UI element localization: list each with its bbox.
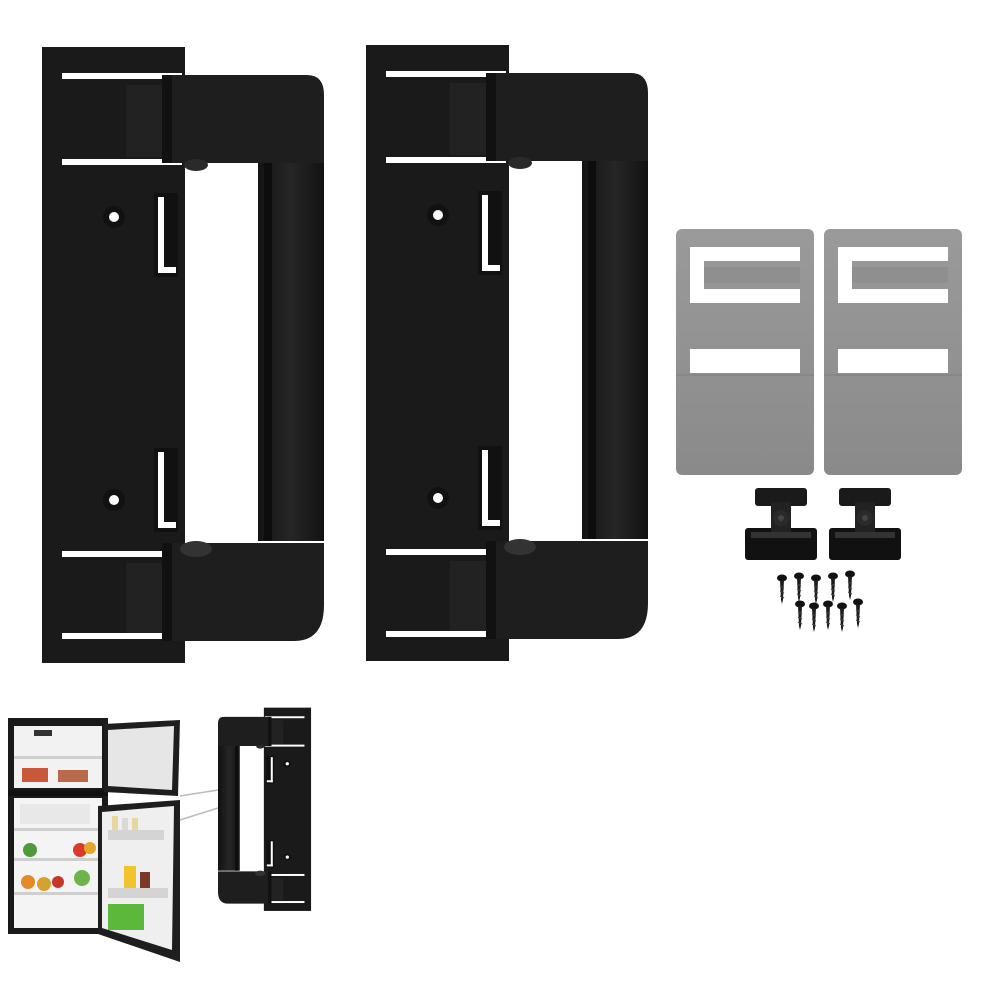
door-handle-left <box>42 47 324 663</box>
metal-plate-left <box>675 228 815 476</box>
door-handle-right <box>366 45 648 661</box>
door-handle-preview <box>218 707 312 911</box>
fridge-illustration <box>8 718 219 962</box>
metal-plate-right <box>823 228 963 476</box>
